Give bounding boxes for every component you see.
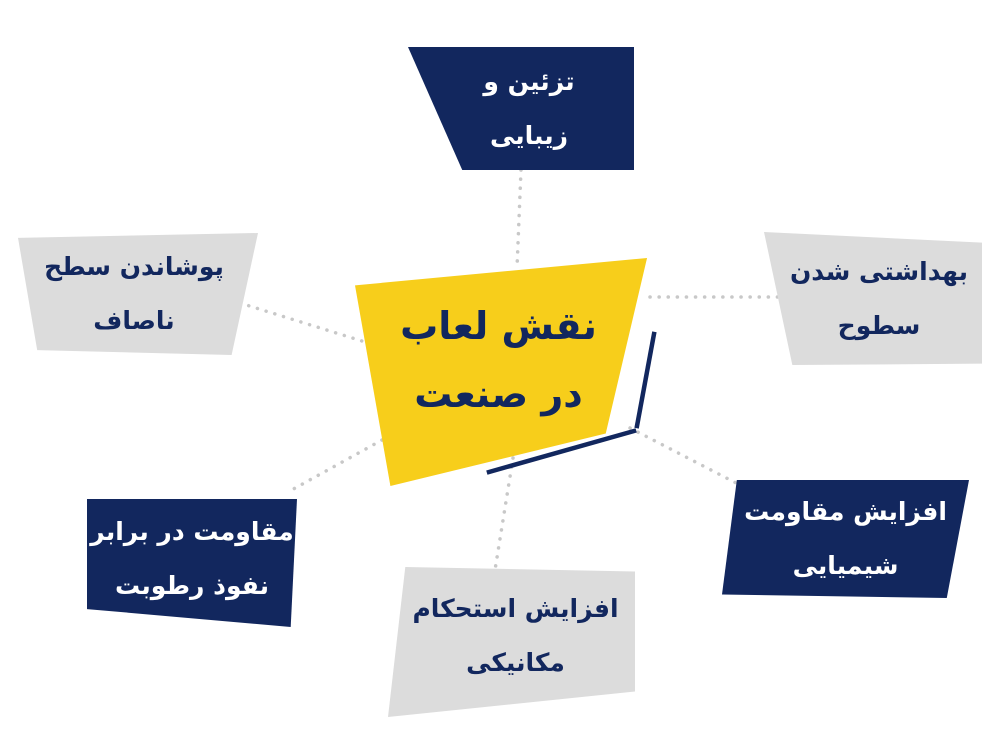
node-label-line1: افزایش مقاومت — [744, 497, 947, 526]
node-label: افزایش استحکام مکانیکی — [412, 582, 618, 690]
node-label: پوشاندن سطح ناصاف — [44, 240, 224, 348]
node-cover-rough-surface: پوشاندن سطح ناصاف — [18, 233, 258, 355]
node-label: بهداشتی شدن سطوح — [790, 245, 968, 353]
connector-left — [286, 438, 384, 494]
node-mechanical-strength: افزایش استحکام مکانیکی — [388, 567, 635, 717]
node-label-line1: افزایش استحکام — [412, 594, 619, 623]
accent-line-vertical — [634, 331, 657, 429]
node-label-line1: تزئین و — [483, 66, 575, 96]
node-label-line2: مکانیکی — [466, 648, 565, 677]
node-label: افزایش مقاومت شیمیایی — [744, 485, 947, 593]
node-label-line2: ناصاف — [93, 306, 175, 335]
node-label: مقاومت در برابر نفوذ رطوبت — [90, 505, 293, 613]
connector-top — [515, 168, 523, 270]
node-chemical-resistance: افزایش مقاومت شیمیایی — [722, 480, 969, 598]
center-label-line1: نقش لعاب — [400, 304, 597, 348]
node-moisture-resistance: مقاومت در برابر نفوذ رطوبت — [87, 499, 297, 627]
node-label-line2: زیبایی — [489, 120, 569, 150]
node-label-line2: شیمیایی — [792, 551, 899, 580]
center-node-glaze-role: نقش لعاب در صنعت — [355, 258, 650, 486]
node-label: تزئین و زیبایی — [483, 55, 574, 163]
accent-line-horizontal — [486, 428, 637, 475]
node-surface-hygiene: بهداشتی شدن سطوح — [764, 232, 982, 365]
node-shape — [388, 567, 635, 717]
node-label-line1: مقاومت در برابر — [90, 517, 294, 546]
node-shape — [722, 480, 969, 598]
connector-right — [628, 426, 740, 486]
center-label-line2: در صنعت — [414, 372, 583, 416]
node-label-line1: بهداشتی شدن — [789, 256, 969, 286]
center-label: نقش لعاب در صنعت — [400, 292, 597, 428]
connector-bottom — [493, 456, 515, 572]
connector-top-left — [238, 301, 364, 343]
node-decoration-beauty: تزئین و زیبایی — [408, 47, 634, 170]
node-shape — [18, 233, 258, 355]
node-label-line2: نفوذ رطوبت — [114, 571, 270, 600]
node-label-line1: پوشاندن سطح — [44, 252, 224, 281]
node-shape — [764, 232, 982, 365]
node-label-line2: سطوح — [837, 310, 921, 340]
node-shape — [87, 499, 297, 627]
